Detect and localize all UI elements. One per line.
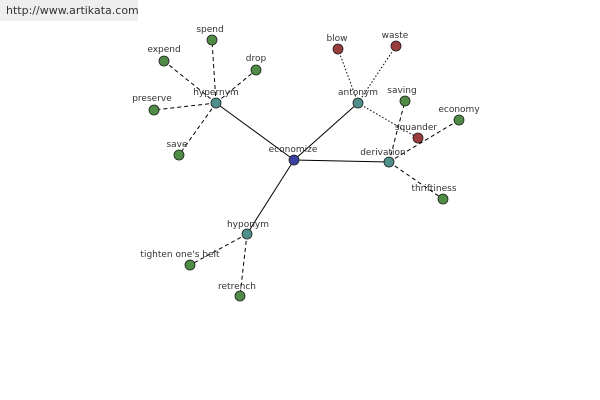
edge-economize-derivation [293,159,390,163]
edge-antonym-waste [357,45,397,104]
edge-hypernym-save [178,102,217,156]
node-label-preserve: preserve [132,94,172,104]
node-label-saving: saving [387,86,416,96]
node-label-save: save [166,140,188,150]
edge-antonym-squander [357,102,419,139]
edge-hyponym-tighten [189,233,248,266]
node-label-antonym: antonym [338,88,378,98]
node-hyponym[interactable] [241,228,253,240]
node-saving[interactable] [399,95,411,107]
node-label-economy: economy [438,105,480,115]
node-label-spend: spend [196,25,223,35]
graph-nodes [148,34,465,302]
node-expend[interactable] [158,55,170,67]
node-waste[interactable] [390,40,402,52]
edge-antonym-blow [337,48,359,104]
edge-economize-hyponym [246,159,295,235]
node-label-retrench: retrench [218,282,256,292]
node-label-thriftiness: thriftiness [411,184,456,194]
node-tighten[interactable] [184,259,196,271]
node-spend[interactable] [206,34,218,46]
site-banner: http://www.artikata.com [0,0,139,21]
node-label-waste: waste [382,31,409,41]
node-hypernym[interactable] [210,97,222,109]
edge-economize-hypernym [215,102,295,161]
node-retrench[interactable] [234,290,246,302]
node-antonym[interactable] [352,97,364,109]
edge-hypernym-preserve [153,102,217,111]
node-economize[interactable] [288,154,300,166]
node-derivation[interactable] [383,156,395,168]
node-label-derivation: derivation [360,148,406,158]
node-label-economize: economize [269,145,318,155]
node-squander[interactable] [412,132,424,144]
node-thriftiness[interactable] [437,193,449,205]
node-label-drop: drop [246,54,267,64]
graph-labels: economize hypernym antonym derivation hypony… [132,25,480,292]
edge-derivation-thriftiness [388,161,444,200]
site-url-link[interactable]: http://www.artikata.com [6,4,139,17]
node-label-expend: expend [147,45,180,55]
node-label-squander: squander [395,123,438,133]
graph-edges [153,39,460,297]
edge-derivation-saving [388,100,406,163]
edge-economize-antonym [293,102,359,161]
node-blow[interactable] [332,43,344,55]
edge-hypernym-spend [211,39,217,104]
node-save[interactable] [173,149,185,161]
node-preserve[interactable] [148,104,160,116]
edge-hypernym-drop [215,69,257,104]
node-label-blow: blow [326,34,347,44]
node-drop[interactable] [250,64,262,76]
node-label-tighten: tighten one's belt [140,250,220,260]
node-economy[interactable] [453,114,465,126]
node-label-hyponym: hyponym [227,220,269,230]
edge-hyponym-retrench [239,233,248,297]
node-label-hypernym: hypernym [193,88,239,98]
